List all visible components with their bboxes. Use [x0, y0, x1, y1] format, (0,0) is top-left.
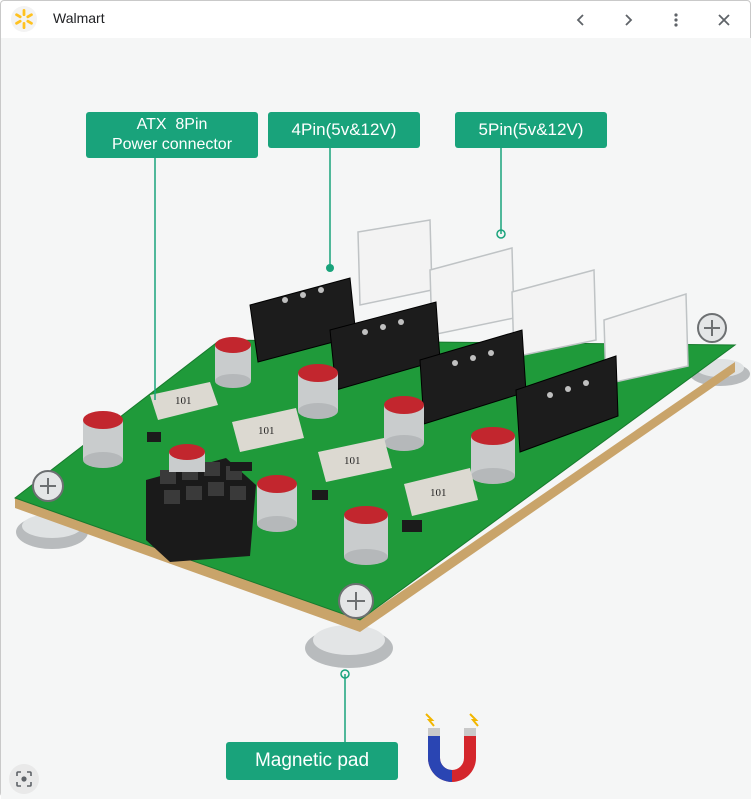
circuit-board-illustration: 101 101 101 101	[1, 38, 751, 799]
atx-8pin-connector	[146, 458, 256, 562]
viewer-header: Walmart	[0, 0, 753, 38]
chevron-left-icon[interactable]	[568, 7, 594, 33]
inductors: 101 101 101 101	[150, 382, 478, 516]
atx-label-line2: Power connector	[111, 136, 233, 153]
svg-text:101: 101	[258, 425, 275, 437]
lens-search-icon[interactable]	[9, 764, 39, 794]
chevron-right-icon[interactable]	[615, 7, 641, 33]
product-image: 101 101 101 101	[0, 38, 753, 799]
callout-lines	[154, 148, 502, 742]
capacitors	[83, 337, 515, 565]
screw-heads	[32, 313, 727, 619]
pin4-label: 4Pin(5v&12V)	[268, 112, 420, 148]
close-icon[interactable]	[711, 7, 737, 33]
more-vertical-icon[interactable]	[663, 7, 689, 33]
svg-text:101: 101	[344, 455, 361, 467]
source-title[interactable]: Walmart	[53, 10, 105, 26]
pin5-label: 5Pin(5v&12V)	[455, 112, 607, 148]
atx-label-line1: ATX 8Pin	[136, 116, 208, 133]
magnetic-pad-label: Magnetic pad	[226, 742, 398, 780]
magnet-icon	[425, 713, 479, 782]
svg-text:101: 101	[175, 395, 192, 407]
walmart-spark-icon	[10, 5, 38, 33]
svg-text:101: 101	[430, 487, 447, 499]
atx-connector-label: ATX 8Pin Power connector	[86, 112, 258, 158]
